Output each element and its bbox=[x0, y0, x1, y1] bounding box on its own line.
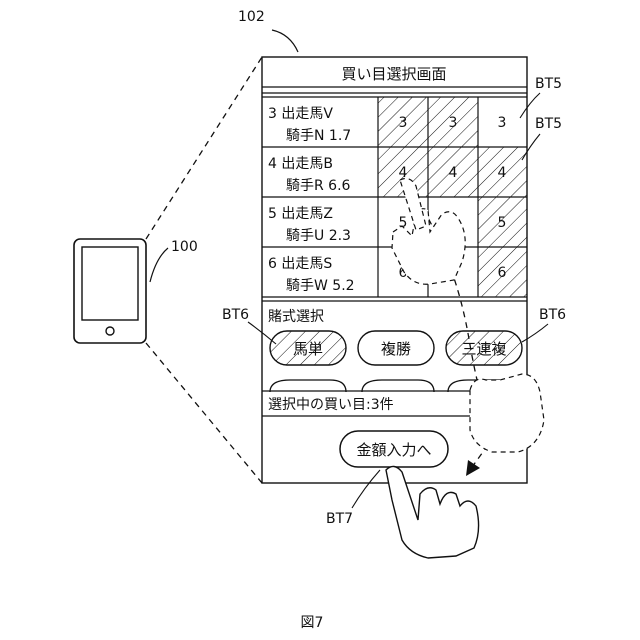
device-reference-label: 100 bbox=[171, 239, 198, 255]
bet-type-button-sanrenpuku[interactable]: 三連複 bbox=[446, 331, 522, 365]
bet-type-label: 複勝 bbox=[381, 340, 411, 358]
bt6-label-left: BT6 bbox=[222, 307, 249, 323]
horse-row-name: 5 出走馬Z bbox=[268, 206, 333, 222]
horse-row-name: 6 出走馬S bbox=[268, 256, 332, 272]
cell-number: 3 bbox=[498, 115, 507, 131]
horse-row-jockey: 騎手R 6.6 bbox=[286, 178, 351, 194]
bet-type-label: 三連複 bbox=[461, 340, 506, 358]
bet-type-label: 馬単 bbox=[293, 340, 323, 358]
projection-line-top bbox=[146, 57, 262, 239]
amount-input-button[interactable]: 金額入力へ bbox=[340, 431, 448, 467]
device-reference-leader bbox=[150, 248, 168, 282]
home-button-icon bbox=[106, 327, 114, 335]
screen-reference-label: 102 bbox=[238, 9, 265, 25]
bt6-label-right: BT6 bbox=[539, 307, 566, 323]
screen-reference-leader bbox=[272, 30, 298, 52]
smartphone-device bbox=[74, 239, 146, 343]
device-screen bbox=[82, 247, 138, 320]
horse-row-jockey: 騎手N 1.7 bbox=[286, 128, 351, 144]
cell-number: 5 bbox=[498, 215, 507, 231]
horse-row-jockey: 騎手W 5.2 bbox=[286, 278, 355, 294]
bet-type-button-umatan[interactable]: 馬単 bbox=[270, 331, 346, 365]
horse-row-jockey: 騎手U 2.3 bbox=[286, 228, 351, 244]
cell-number: 4 bbox=[449, 165, 458, 181]
screen-title: 買い目選択画面 bbox=[341, 65, 446, 83]
bt7-label: BT7 bbox=[326, 511, 353, 527]
bet-type-button-fukusho[interactable]: 複勝 bbox=[358, 331, 434, 365]
hand-icon-dashed-lower bbox=[470, 374, 544, 452]
amount-input-label: 金額入力へ bbox=[356, 441, 431, 459]
cell-number: 6 bbox=[498, 265, 507, 281]
figure-caption: 図7 bbox=[301, 615, 324, 631]
cell-number: 4 bbox=[498, 165, 507, 181]
horse-row-name: 4 出走馬B bbox=[268, 156, 333, 172]
bt5-label-bottom: BT5 bbox=[535, 116, 562, 132]
horse-row-name: 3 出走馬V bbox=[268, 106, 333, 122]
cell-number: 3 bbox=[399, 115, 408, 131]
cell-number: 3 bbox=[449, 115, 458, 131]
projection-line-bottom bbox=[146, 343, 262, 483]
bt5-label-top: BT5 bbox=[535, 76, 562, 92]
bet-type-heading: 賭式選択 bbox=[268, 309, 324, 325]
selected-count-status: 選択中の買い目:3件 bbox=[268, 397, 394, 413]
